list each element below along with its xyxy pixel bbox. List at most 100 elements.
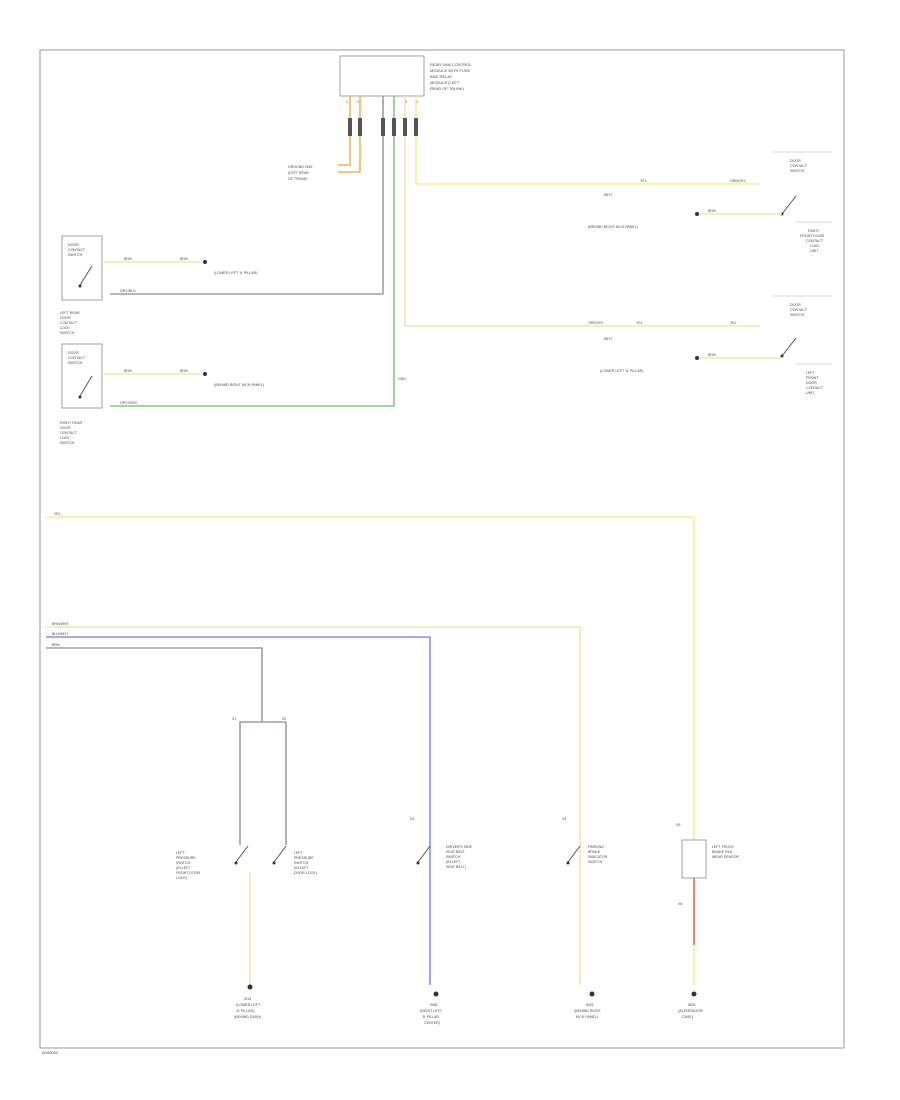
lf-switch-name-5: UNIT	[806, 391, 815, 395]
c1-pivot	[234, 861, 238, 865]
g4-l1: W28	[688, 1003, 695, 1007]
c1-label-5: FRONT DOOR	[176, 871, 200, 875]
conn-mark-6	[414, 118, 418, 136]
c3-label-4: (IN LEFT	[446, 860, 461, 864]
bus-label-3: BRN	[52, 643, 60, 647]
lf-switch-label-1: DOOR	[790, 303, 801, 307]
c5-label-2: BRAKE PAD	[712, 850, 733, 854]
lr-wire-label: BRN	[124, 257, 132, 261]
bottom-comp-3: DRIVER'S SIDE SEAT BELT SWITCH (IN LEFT …	[416, 845, 473, 869]
g2-l2: (RIGHT LEFT	[420, 1009, 443, 1013]
lr-switch-name-4: LOCK	[60, 326, 70, 330]
lf-switch-name-4: CONTACT	[806, 386, 824, 390]
lr-ground-dot	[203, 260, 207, 264]
g1-l1: W14	[244, 997, 251, 1001]
c2-label-3: SWITCH	[294, 861, 309, 865]
g1-l4: (BEHIND DASH)	[234, 1015, 261, 1019]
lf-switch-pivot	[780, 354, 784, 358]
wire-gray-split-left	[239, 700, 263, 845]
g1-l3: 'A' PILLAR)	[236, 1009, 254, 1013]
grn-vert-label: GRN	[398, 377, 406, 381]
c2-pivot	[272, 861, 276, 865]
lr-door-switch: DOOR CONTACT SWITCH LEFT REAR DOOR CONTA…	[60, 235, 103, 335]
lf-door-switch: DOOR CONTACT SWITCH LEFT FRONT DOOR CONT…	[772, 295, 832, 395]
wire-yellow-lf	[404, 96, 760, 327]
pin-code-2: X2	[282, 717, 286, 721]
c4-label-3: INDICATOR	[588, 855, 608, 859]
c5-label-3: WEAR SENSOR	[712, 855, 739, 859]
lf-wht-label: WHT	[604, 337, 613, 341]
bottom-comp-1: LEFT PRESSURE SWITCH (IN LEFT FRONT DOOR…	[176, 845, 249, 880]
lr-switch-name-1: LEFT REAR	[60, 311, 80, 315]
wire-tan-bus	[46, 626, 581, 985]
wire-yellow-rf	[415, 96, 760, 185]
lr-switch-name-3: CONTACT	[60, 321, 78, 325]
rr-wire-label: BRN	[124, 369, 132, 373]
lf-grn-yel-a: GRN/YEL	[588, 321, 604, 325]
bus-label-2: BLU/WHT	[52, 632, 69, 636]
ground-left-top: GROUND W45 (LEFT REAR OF TRUNK)	[288, 165, 312, 181]
c2-label-5: DOOR LOCK)	[294, 871, 317, 875]
bottom-comp-2: LEFT PRESSURE SWITCH (IN LEFT DOOR LOCK)	[272, 845, 317, 875]
c3-contact	[417, 845, 431, 863]
bus-label-1: BRN/WHT	[52, 622, 70, 626]
lr-switch-contact	[79, 265, 93, 286]
wire-yellow-long	[46, 516, 695, 985]
g1-dot	[247, 984, 253, 990]
module-pin-5: 5	[405, 100, 407, 104]
module-pin-1: 1	[346, 100, 348, 104]
lf-switch-name-1: LEFT	[806, 371, 816, 375]
conn-mark-4	[392, 118, 396, 136]
g3-dot	[589, 991, 595, 997]
c1-contact	[235, 845, 249, 863]
lf-yel-a: YEL	[636, 321, 643, 325]
rr-grn-label: GRY/GRN	[120, 401, 137, 405]
rr-switch-name-3: CONTACT	[60, 431, 78, 435]
g4-l3: CASE)	[682, 1015, 693, 1019]
g2-dot	[433, 991, 439, 997]
c1-label-2: PRESSURE	[176, 856, 196, 860]
module-line-5: REAR OF TRUNK)	[430, 86, 465, 91]
rf-switch-name-5: UNIT	[810, 249, 819, 253]
c3-label-5: SEAT BELT)	[446, 865, 466, 869]
pin-code-1: X1	[232, 717, 236, 721]
module-line-3: AND RELAY	[430, 74, 453, 79]
lf-switch-label-3: SWITCH	[790, 313, 805, 317]
c3-label-3: SWITCH	[446, 855, 461, 859]
c4-label-4: SWITCH	[588, 860, 603, 864]
c3-label-1: DRIVER'S SIDE	[446, 845, 473, 849]
rr-switch-name-2: DOOR	[60, 426, 71, 430]
c1-label-6: LOCK)	[176, 876, 187, 880]
conn-mark-3	[381, 118, 385, 136]
module-line-4: MODULE (LEFT	[430, 80, 460, 85]
bottom-comp-5: LEFT FRONT BRAKE PAD WEAR SENSOR	[681, 839, 739, 879]
rf-switch-label-2: CONTACT	[790, 164, 808, 168]
rf-brn-label: BRN	[708, 209, 716, 213]
rf-switch-name-4: LOCK	[810, 244, 820, 248]
g2-l1: W58	[430, 1003, 437, 1007]
lf-switch-contact	[781, 337, 797, 357]
lr-switch-name-2: DOOR	[60, 316, 71, 320]
module-line-1: REAR SAM CONTROL	[430, 62, 472, 67]
c4-pivot	[566, 861, 570, 865]
rf-switch-contact	[781, 195, 797, 215]
c2-contact	[273, 845, 287, 863]
rf-door-switch: DOOR CONTACT SWITCH RIGHT FRONT DOOR CON…	[772, 151, 832, 253]
lr-ground-note: (LOWER LEFT 'A' PILLAR)	[214, 271, 257, 275]
rr-switch-name-4: LOCK	[60, 436, 70, 440]
c3-label-2: SEAT BELT	[446, 850, 466, 854]
lf-switch-name-3: DOOR	[806, 381, 817, 385]
rf-switch-label-3: SWITCH	[790, 169, 805, 173]
lf-ground-dot	[695, 356, 699, 360]
bottom-ground-3: W15 (BEHIND RIGHT KICK PANEL)	[574, 991, 602, 1019]
bottom-ground-2: W58 (RIGHT LEFT 'B' PILLAR CENTER)	[420, 991, 443, 1025]
module-box	[339, 55, 425, 97]
module-pin-6: 6	[416, 100, 418, 104]
rr-ground-dot	[203, 372, 207, 376]
rf-grn-yel: GRN/YEL	[730, 179, 746, 183]
c4-label-2: BRAKE	[588, 850, 601, 854]
rr-switch-label-3: SWITCH	[68, 361, 83, 365]
c1-label-1: LEFT	[176, 851, 186, 855]
rr-switch-pivot	[78, 395, 82, 399]
c2-label-1: LEFT	[294, 851, 304, 855]
